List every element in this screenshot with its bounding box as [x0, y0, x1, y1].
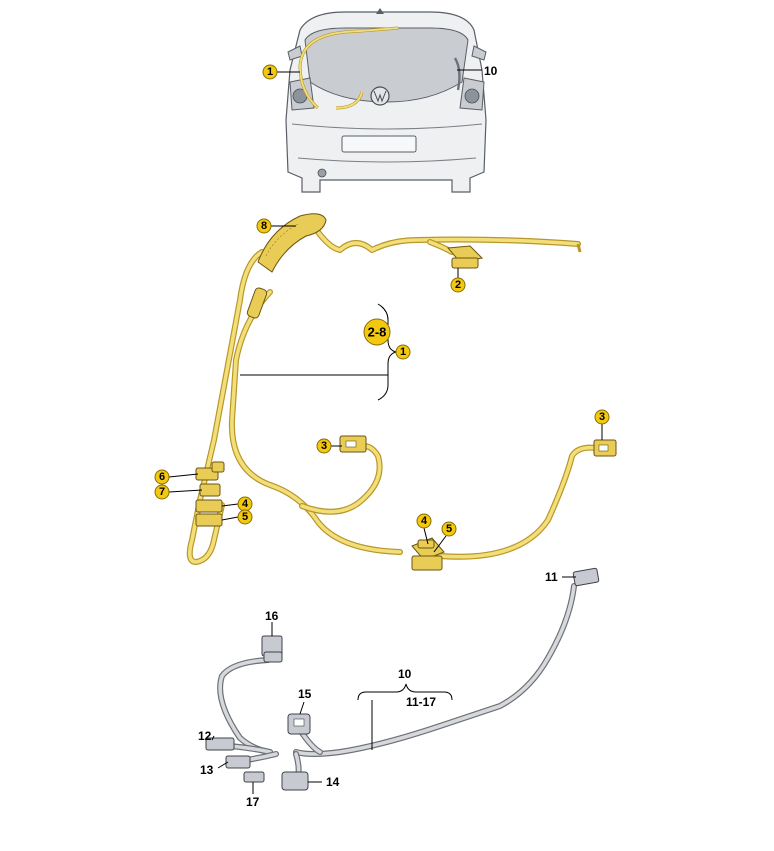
- callout-2-text: 2: [455, 279, 461, 291]
- callout-4-left-text: 4: [242, 498, 249, 510]
- connector-17: [243, 771, 265, 783]
- grey-wiring-harness: [217, 583, 577, 779]
- label-11: 11: [545, 570, 558, 584]
- label-13: 13: [200, 763, 214, 777]
- label-10-top: 10: [484, 64, 498, 78]
- callout-5-left-text: 5: [242, 511, 248, 523]
- callout-1-mid: 1: [395, 344, 411, 360]
- connector-15: [287, 713, 311, 735]
- label-15: 15: [298, 687, 312, 701]
- callout-7: 7: [154, 484, 170, 500]
- label-11-17: 11-17: [406, 695, 436, 709]
- callout-4-left: 4: [237, 496, 253, 512]
- connectors-4-5-middle: [411, 537, 445, 571]
- leader-lines: [168, 225, 603, 794]
- callout-2: 2: [450, 277, 466, 293]
- label-10-bottom: 10: [398, 667, 412, 681]
- connector-11: [572, 567, 600, 587]
- callout-7-text: 7: [159, 486, 165, 498]
- car-rear-view: [277, 8, 487, 193]
- label-12: 12: [198, 729, 212, 743]
- label-17: 17: [246, 795, 260, 809]
- callout-4-mid-text: 4: [421, 515, 428, 527]
- connector-3-right: [593, 439, 617, 457]
- callout-6-text: 6: [159, 471, 165, 483]
- callout-4-mid: 4: [416, 513, 432, 529]
- connector-16: [261, 635, 283, 663]
- callout-1-top: 1: [262, 64, 278, 80]
- connector-3-left: [339, 435, 367, 453]
- callout-3-left: 3: [316, 438, 332, 454]
- callout-5-mid-text: 5: [446, 523, 452, 535]
- connector-13: [225, 755, 251, 769]
- callout-8: 8: [256, 218, 272, 234]
- yellow-wiring-harness: [186, 213, 599, 565]
- callout-1-mid-text: 1: [400, 346, 406, 358]
- label-14: 14: [326, 775, 340, 789]
- callout-8-text: 8: [261, 220, 267, 232]
- label-16: 16: [265, 609, 279, 623]
- callout-3-right-text: 3: [599, 411, 605, 423]
- connector-12: [205, 737, 235, 751]
- group-bracket-10: [357, 683, 453, 750]
- callout-5-mid: 5: [441, 521, 457, 537]
- group-bracket-1: [240, 303, 397, 401]
- connector-14: [281, 771, 309, 791]
- callout-2-8: 2-8: [363, 318, 391, 346]
- callout-3-right: 3: [594, 409, 610, 425]
- callout-1-top-text: 1: [267, 66, 273, 78]
- callout-2-8-text: 2-8: [368, 325, 387, 340]
- callout-5-left: 5: [237, 509, 253, 525]
- connector-2: [446, 245, 484, 269]
- callout-3-left-text: 3: [321, 440, 327, 452]
- callout-6: 6: [154, 469, 170, 485]
